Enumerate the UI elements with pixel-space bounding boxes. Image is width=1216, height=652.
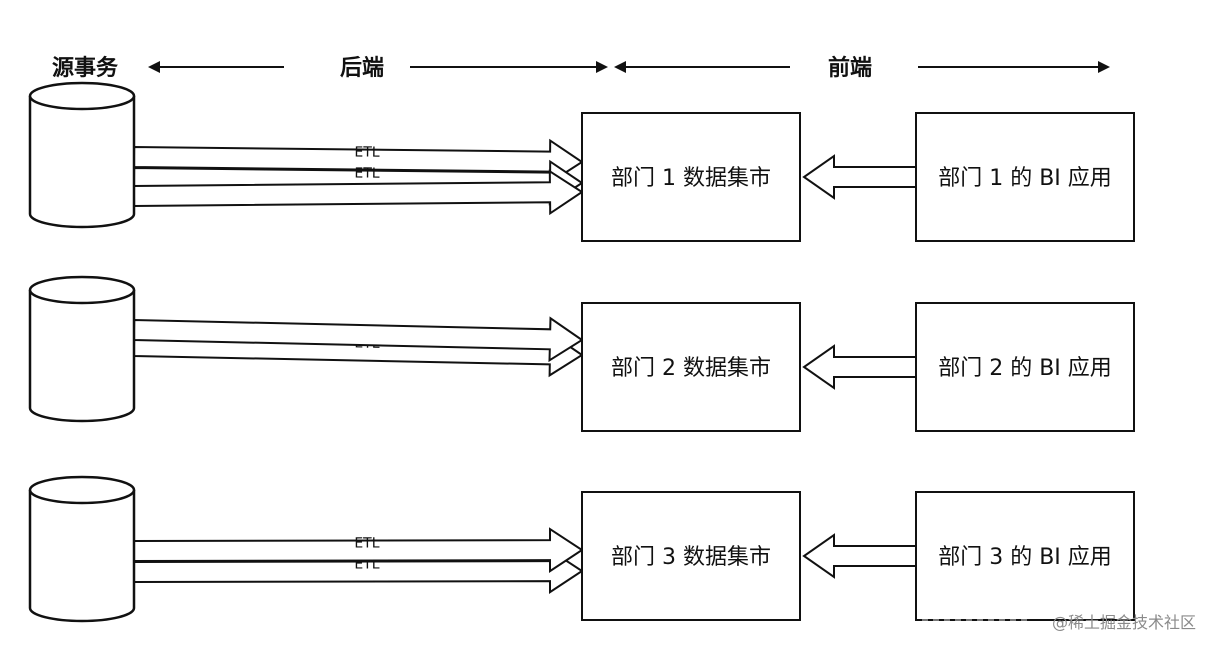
etl-flow-1-to-3 <box>132 169 584 216</box>
bi-to-mart-arrow <box>802 154 917 200</box>
bi-to-mart-arrow <box>802 344 917 390</box>
header-row: 源事务 后端 前端 <box>52 55 1110 81</box>
bi-app-box <box>915 302 1135 432</box>
watermark-group: @稀土掘金技术社区 <box>922 613 1196 632</box>
etl-arrow <box>132 316 584 363</box>
source-database-3 <box>28 475 136 623</box>
database-icon <box>28 96 136 229</box>
source-database-1 <box>28 81 136 229</box>
header-frontend-label: 前端 <box>828 55 872 81</box>
database-icon <box>28 290 136 423</box>
bi-app-box <box>915 112 1135 242</box>
bi-app-label: 部门 1 的 BI 应用 <box>938 166 1112 191</box>
database-icon <box>28 490 136 623</box>
database-icon-top <box>28 81 136 111</box>
data-mart-label: 部门 3 数据集市 <box>611 545 771 570</box>
header-backend-label: 后端 <box>340 56 384 81</box>
data-mart-1: 部门 1 数据集市 <box>581 112 801 242</box>
watermark-text: @稀土掘金技术社区 <box>1052 613 1196 632</box>
bi-to-mart-arrow <box>802 533 917 579</box>
bi-app-box <box>915 491 1135 621</box>
source-databases <box>28 81 136 623</box>
data-mart-box <box>581 112 801 242</box>
bi-app-label: 部门 3 的 BI 应用 <box>938 545 1112 570</box>
data-mart-label: 部门 2 数据集市 <box>611 356 771 381</box>
etl-arrow <box>133 527 584 573</box>
etl-flow-3-to-2: ETL <box>133 527 584 573</box>
bi-app-label: 部门 2 的 BI 应用 <box>938 356 1112 381</box>
bi-app-2: 部门 2 的 BI 应用 <box>802 302 1135 432</box>
data-mart-box <box>581 491 801 621</box>
database-icon-top <box>28 275 136 305</box>
etl-flows: ETLETLETLETLETL <box>132 138 584 594</box>
data-mart-2: 部门 2 数据集市 <box>581 302 801 432</box>
database-icon-top <box>28 475 136 505</box>
etl-arrow <box>132 169 584 216</box>
data-mart-3: 部门 3 数据集市 <box>581 491 801 621</box>
data-mart-box <box>581 302 801 432</box>
header-source-label: 源事务 <box>52 55 119 81</box>
etl-flow-2-to-1 <box>132 316 584 363</box>
bi-app-1: 部门 1 的 BI 应用 <box>802 112 1135 242</box>
data-mart-label: 部门 1 数据集市 <box>611 166 771 191</box>
etl-label: ETL <box>354 144 380 160</box>
bi-app-3: 部门 3 的 BI 应用 <box>802 491 1135 621</box>
etl-label: ETL <box>354 535 379 551</box>
source-database-2 <box>28 275 136 423</box>
etl-label: ETL <box>354 165 380 181</box>
